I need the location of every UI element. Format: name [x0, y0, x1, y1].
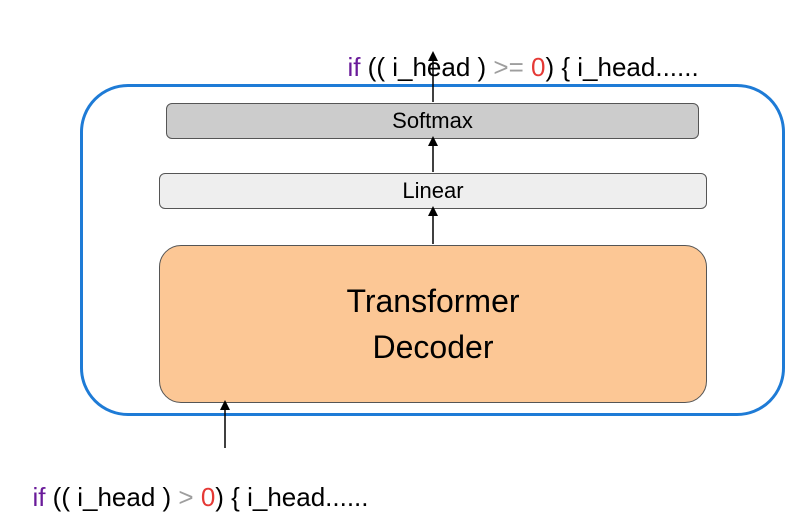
output-code-text-1: (( i_head ) — [360, 52, 494, 82]
softmax-label: Softmax — [392, 108, 473, 133]
transformer-decoder-block: Transformer Decoder — [159, 245, 707, 403]
input-code-text-2: ) { i_head...... — [215, 482, 369, 512]
input-code-number: 0 — [200, 482, 216, 512]
output-code-operator: >= — [493, 52, 524, 82]
decoder-label-line-2: Decoder — [372, 329, 494, 365]
input-code-operator: > — [178, 482, 194, 512]
output-code-keyword: if — [347, 52, 361, 82]
linear-label: Linear — [402, 178, 464, 203]
input-code-keyword: if — [32, 482, 46, 512]
input-code-line: if (( i_head ) > 0) { i_head...... — [18, 452, 369, 512]
output-code-space — [524, 52, 531, 82]
softmax-layer: Softmax — [166, 103, 699, 139]
output-code-number: 0 — [531, 52, 546, 82]
input-code-space — [194, 482, 201, 512]
output-code-text-2: ) { i_head...... — [545, 52, 699, 82]
output-code-line: if (( i_head ) >= 0) { i_head...... — [333, 22, 699, 82]
input-code-text-1: (( i_head ) — [45, 482, 179, 512]
linear-layer: Linear — [159, 173, 707, 209]
decoder-label-line-1: Transformer — [346, 283, 520, 319]
